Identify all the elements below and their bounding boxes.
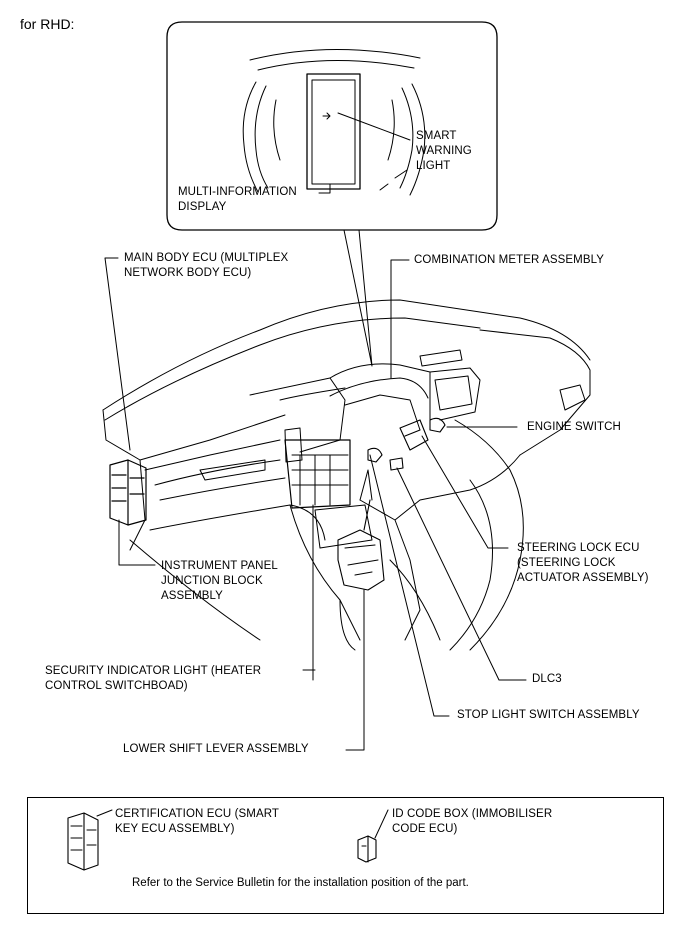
dashboard-outline bbox=[102, 299, 591, 651]
smart-warning-line-2: WARNING bbox=[416, 145, 472, 157]
lower-shift-lever-label: LOWER SHIFT LEVER ASSEMBLY bbox=[123, 743, 309, 755]
leader-smart bbox=[337, 112, 411, 141]
ipjb-line-3: ASSEMBLY bbox=[161, 590, 223, 602]
idc-line-2: CODE ECU) bbox=[392, 823, 458, 835]
cert-line-2: KEY ECU ASSEMBLY) bbox=[115, 823, 235, 835]
ipjb-line-2: JUNCTION BLOCK bbox=[161, 575, 263, 587]
certification-ecu-icon bbox=[67, 812, 99, 871]
cert-line-1: CERTIFICATION ECU (SMART bbox=[115, 808, 280, 820]
security-indicator-label: SECURITY INDICATOR LIGHT (HEATER CONTROL… bbox=[45, 664, 261, 694]
sle-line-1: STEERING LOCK ECU bbox=[517, 542, 640, 554]
smart-warning-line-1: SMART bbox=[416, 130, 457, 142]
engine-switch-label: ENGINE SWITCH bbox=[527, 421, 621, 433]
stop-light-switch-label: STOP LIGHT SWITCH ASSEMBLY bbox=[457, 709, 640, 721]
multi-info-display-label: MULTI-INFORMATION DISPLAY bbox=[178, 185, 297, 215]
leader-mid bbox=[318, 183, 331, 194]
header-label: for RHD: bbox=[20, 16, 75, 32]
mid-line-2: DISPLAY bbox=[178, 201, 227, 213]
id-code-leader bbox=[374, 809, 389, 839]
gauge-cluster-icon bbox=[242, 49, 426, 196]
certification-ecu-label: CERTIFICATION ECU (SMART KEY ECU ASSEMBL… bbox=[115, 807, 279, 837]
mid-line-1: MULTI-INFORMATION bbox=[178, 186, 297, 198]
inset-frame bbox=[166, 21, 498, 231]
dlc3-label: DLC3 bbox=[532, 673, 562, 685]
mbe-line-1: MAIN BODY ECU (MULTIPLEX bbox=[124, 252, 289, 264]
sle-line-3: ACTUATOR ASSEMBLY) bbox=[517, 572, 649, 584]
ipjb-line-1: INSTRUMENT PANEL bbox=[161, 560, 278, 572]
sil-line-2: CONTROL SWITCHBOAD) bbox=[45, 680, 188, 692]
mbe-line-2: NETWORK BODY ECU) bbox=[124, 267, 252, 279]
shift-lever-icon bbox=[337, 499, 385, 591]
jb-block-icon bbox=[109, 459, 147, 526]
main-body-ecu-label: MAIN BODY ECU (MULTIPLEX NETWORK BODY EC… bbox=[124, 251, 288, 281]
leader-lines bbox=[104, 257, 527, 751]
idc-line-1: ID CODE BOX (IMMOBILISER bbox=[392, 808, 553, 820]
steering-lock-icon bbox=[367, 417, 446, 471]
combination-meter-label: COMBINATION METER ASSEMBLY bbox=[414, 254, 605, 266]
id-code-box-icon bbox=[357, 835, 377, 863]
instrument-panel-jb-label: INSTRUMENT PANEL JUNCTION BLOCK ASSEMBLY bbox=[161, 559, 278, 604]
id-code-box-label: ID CODE BOX (IMMOBILISER CODE ECU) bbox=[392, 807, 552, 837]
sle-line-2: (STEERING LOCK bbox=[517, 557, 616, 569]
service-bulletin-note: Refer to the Service Bulletin for the in… bbox=[132, 877, 469, 889]
smart-warning-line-3: LIGHT bbox=[416, 160, 451, 172]
sil-line-1: SECURITY INDICATOR LIGHT (HEATER bbox=[45, 665, 262, 677]
certification-leader bbox=[96, 809, 113, 817]
legend-panel bbox=[27, 797, 664, 914]
inset-pointer bbox=[343, 229, 373, 367]
steering-lock-ecu-label: STEERING LOCK ECU (STEERING LOCK ACTUATO… bbox=[517, 541, 649, 586]
smart-warning-label: SMART WARNING LIGHT bbox=[416, 129, 472, 174]
